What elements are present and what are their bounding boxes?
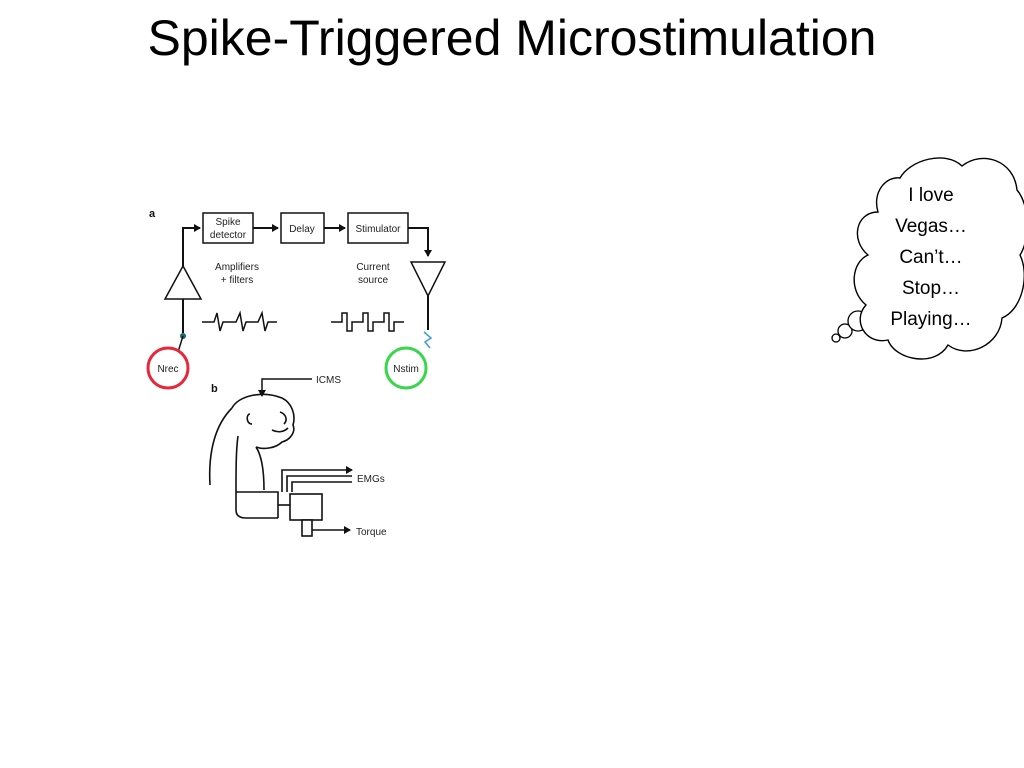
nrec-neuron: Nrec: [146, 346, 190, 390]
stim-pulse-trace: [331, 312, 404, 332]
nstim-label: Nstim: [393, 364, 419, 375]
panel-b-label: b: [211, 383, 218, 395]
amplifiers-label-2: + filters: [221, 275, 254, 286]
spike-detector-label-2: detector: [210, 230, 247, 241]
spike-trace: [202, 310, 277, 332]
stimulator-label: Stimulator: [355, 224, 401, 235]
monkey-illustration: [208, 393, 353, 537]
icms-arrow: [258, 378, 312, 397]
spike-detector-block: Spike detector: [202, 212, 254, 244]
spike-detector-label-1: Spike: [215, 217, 240, 228]
nstim-neuron: Nstim: [384, 346, 428, 390]
delay-label: Delay: [289, 224, 315, 235]
cloud-shape: [853, 157, 1024, 360]
bubble-line-2: Vegas…: [895, 216, 967, 237]
bubble-line-1: I love: [908, 185, 953, 206]
emgs-label: EMGs: [357, 474, 385, 485]
bubble-line-5: Playing…: [890, 309, 971, 330]
signal-path: [182, 224, 432, 268]
bubble-line-3: Can’t…: [899, 247, 962, 268]
stimulator-block: Stimulator: [347, 212, 409, 244]
slide-title: Spike-Triggered Microstimulation: [147, 10, 877, 66]
torque-label: Torque: [356, 527, 387, 538]
bubble-line-4: Stop…: [902, 278, 960, 299]
thought-bubble: I love Vegas… Can’t… Stop… Playing…: [831, 157, 1024, 360]
delay-block: Delay: [280, 212, 325, 244]
current-source-label-2: source: [358, 275, 388, 286]
amplifier-triangle: [163, 264, 203, 353]
panel-a-label: a: [149, 208, 156, 220]
nrec-label: Nrec: [157, 364, 178, 375]
current-source-triangle: [409, 261, 447, 349]
current-source-label-1: Current: [356, 262, 390, 273]
icms-label: ICMS: [316, 375, 341, 386]
amplifiers-label-1: Amplifiers: [215, 262, 259, 273]
